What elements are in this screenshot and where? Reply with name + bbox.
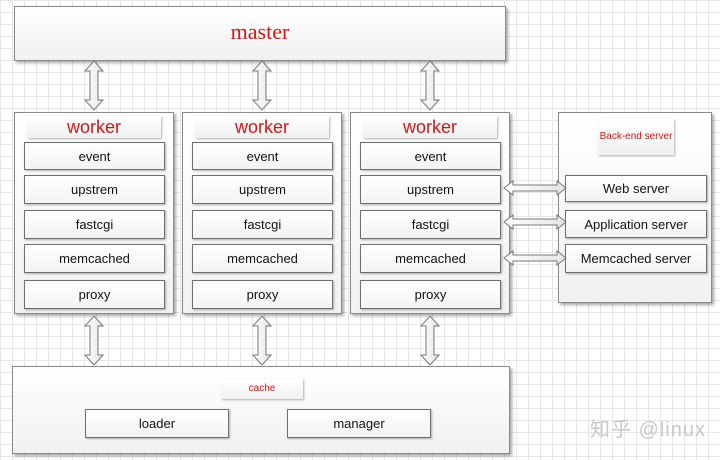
worker-process: worker event upstrem fastcgi memcached p… xyxy=(14,112,174,314)
upstream-webserver-arrow xyxy=(503,179,567,197)
worker-process: worker event upstrem fastcgi memcached p… xyxy=(350,112,510,314)
cache-process: cache loader manager xyxy=(12,366,510,454)
cache-manager: manager xyxy=(287,409,431,438)
master-worker-arrow xyxy=(83,60,105,111)
worker-title: worker xyxy=(195,116,329,138)
worker-module-event: event xyxy=(192,142,333,170)
backend-application-server: Application server xyxy=(565,210,707,238)
worker-title: worker xyxy=(363,116,497,138)
master-process: master xyxy=(14,6,506,61)
worker-module-proxy: proxy xyxy=(192,280,333,309)
backend-web-server: Web server xyxy=(565,175,707,202)
worker-module-fastcgi: fastcgi xyxy=(192,210,333,239)
worker-module-upstream: upstrem xyxy=(24,175,165,204)
master-worker-arrow xyxy=(419,60,441,111)
worker-module-fastcgi: fastcgi xyxy=(360,210,501,239)
worker-module-proxy: proxy xyxy=(360,280,501,309)
worker-cache-arrow xyxy=(419,315,441,366)
worker-process: worker event upstrem fastcgi memcached p… xyxy=(182,112,342,314)
worker-module-upstream: upstrem xyxy=(360,175,501,204)
watermark-text: 知乎 @linux xyxy=(590,419,706,441)
worker-cache-arrow xyxy=(83,315,105,366)
worker-module-memcached: memcached xyxy=(360,244,501,273)
worker-title: worker xyxy=(27,116,161,138)
worker-module-event: event xyxy=(24,142,165,170)
memcached-server-arrow xyxy=(503,249,567,267)
master-label: master xyxy=(230,19,290,44)
backend-title: Back-end server xyxy=(598,119,674,155)
fastcgi-appserver-arrow xyxy=(503,213,567,231)
worker-module-upstream: upstrem xyxy=(192,175,333,204)
worker-module-fastcgi: fastcgi xyxy=(24,210,165,239)
worker-cache-arrow xyxy=(251,315,273,366)
cache-loader: loader xyxy=(85,409,229,438)
master-worker-arrow xyxy=(251,60,273,111)
backend-memcached-server: Memcached server xyxy=(565,244,707,273)
worker-module-memcached: memcached xyxy=(24,244,165,273)
worker-module-memcached: memcached xyxy=(192,244,333,273)
worker-module-event: event xyxy=(360,142,501,170)
cache-title: cache xyxy=(221,379,303,399)
worker-module-proxy: proxy xyxy=(24,280,165,309)
backend-server-group: Back-end server Web server Application s… xyxy=(558,112,712,303)
